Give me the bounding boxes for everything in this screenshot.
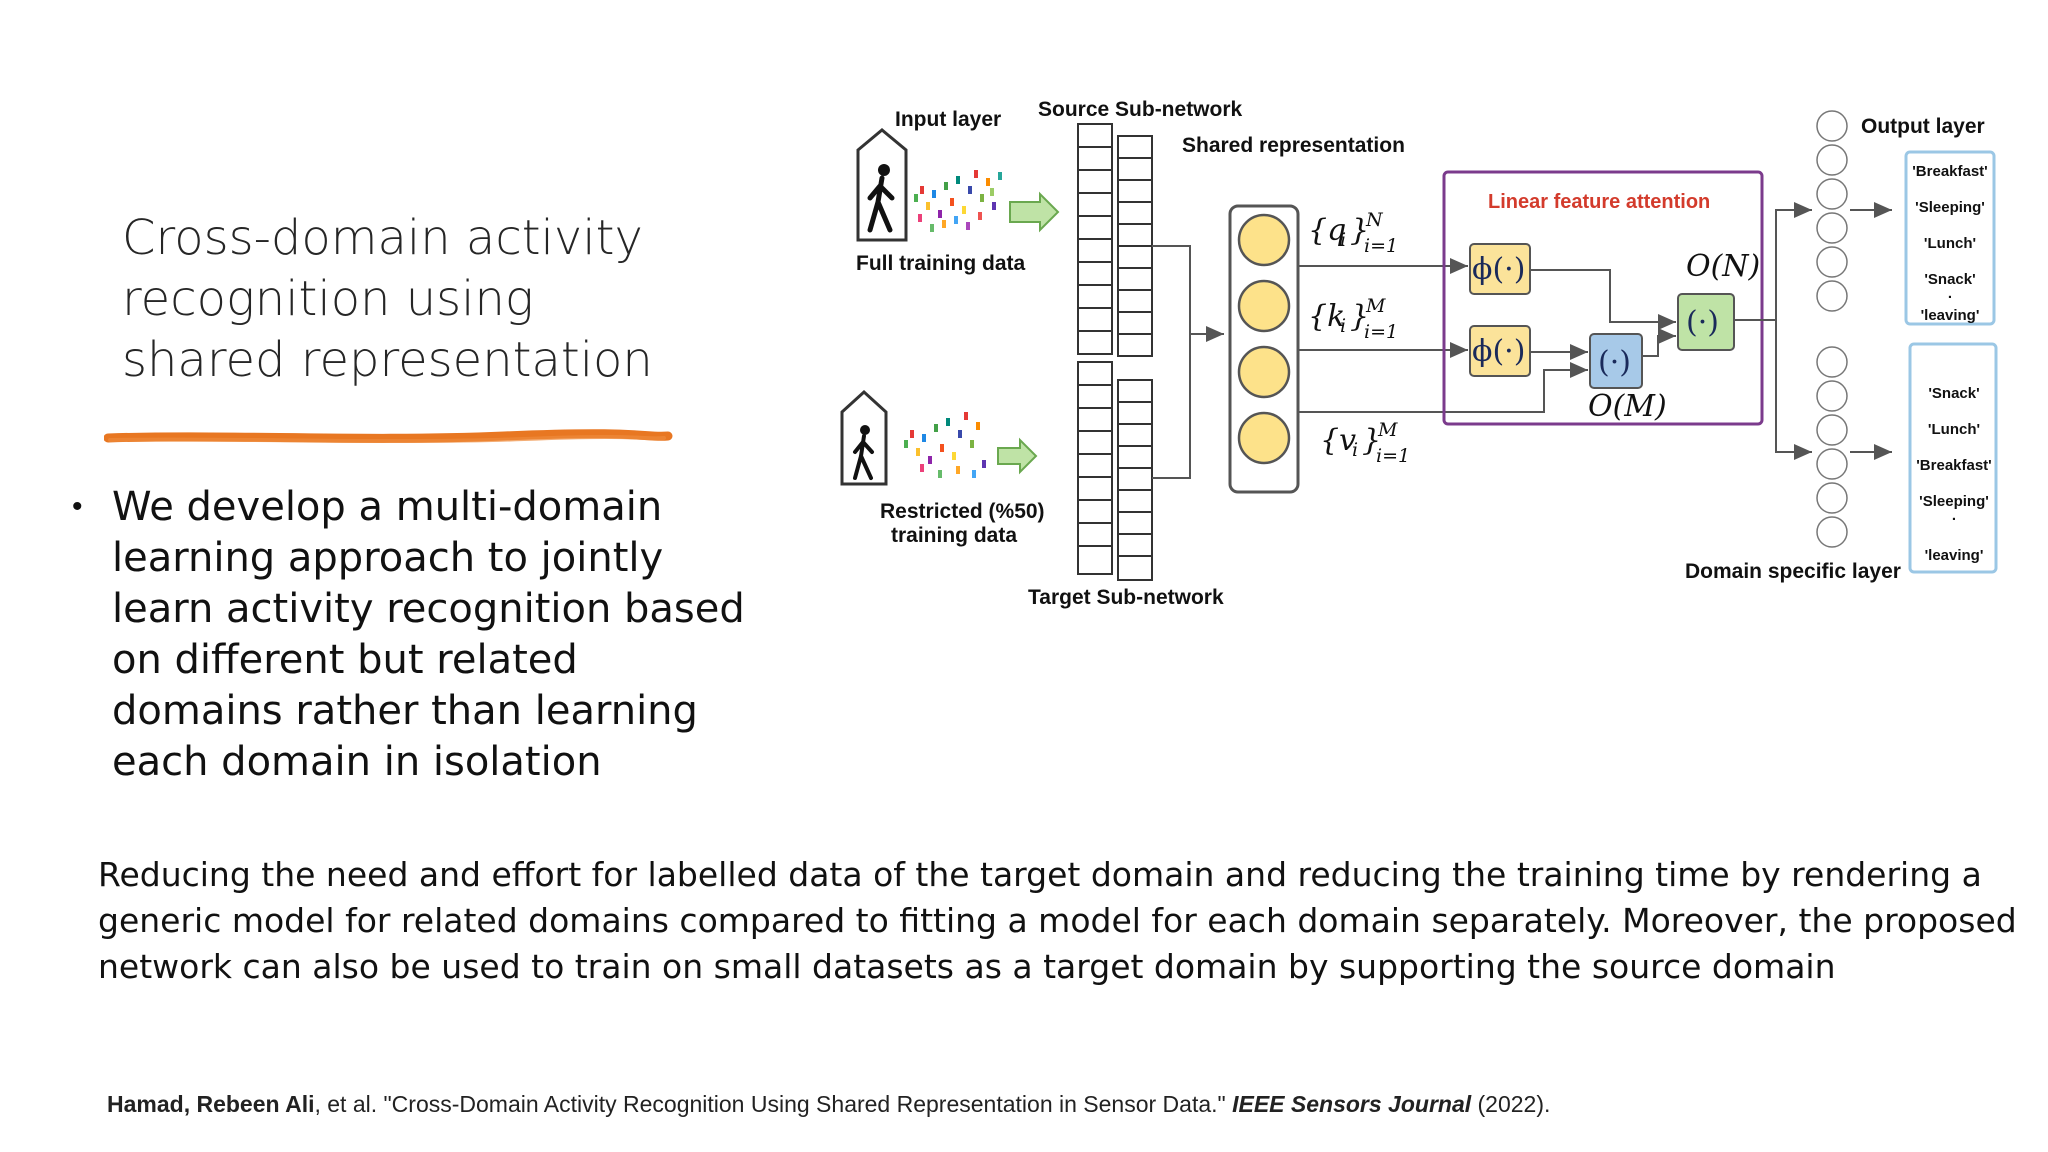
output-class: 'Snack' — [1924, 271, 1975, 288]
output-class: 'Sleeping' — [1915, 199, 1985, 216]
title-line: Cross-domain activity — [122, 210, 643, 266]
domain-class: 'Breakfast' — [1916, 457, 1992, 474]
svg-text:M: M — [1377, 419, 1398, 441]
output-layer-label: Output layer — [1861, 115, 1985, 138]
sensor-data-dots — [904, 170, 1002, 478]
bullet-line: learn activity recognition based — [112, 586, 745, 632]
summary-line: generic model for related domains compar… — [98, 901, 2017, 940]
query-product-box — [1677, 293, 1735, 351]
slide-title: Cross-domain activity recognition using … — [122, 208, 742, 391]
domain-specific-neurons — [1816, 346, 1848, 548]
svg-text:.: . — [1952, 507, 1956, 524]
target-subnetwork-layers — [1077, 361, 1153, 581]
shared-representation-block — [1228, 204, 1300, 494]
bullet-dot-icon: • — [72, 490, 83, 523]
bullet-line: We develop a multi-domain — [112, 484, 663, 530]
svg-text:}: } — [1362, 423, 1381, 458]
key-set-label: {k i } M i=1 — [1308, 295, 1398, 343]
attention-input-connectors — [1298, 258, 1676, 413]
citation-middle: , et al. "Cross-Domain Activity Recognit… — [314, 1091, 1233, 1117]
input-layer-label: Input layer — [895, 108, 1001, 131]
svg-text:N: N — [1365, 209, 1384, 231]
phi-query-label: ϕ(·) — [1472, 252, 1525, 287]
svg-text:i: i — [1352, 439, 1358, 461]
bullet-line: domains rather than learning — [112, 688, 698, 734]
query-set-label: {q i } N i=1 — [1308, 209, 1398, 257]
svg-text:i=1: i=1 — [1364, 235, 1398, 257]
restricted-training-label-2: training data — [891, 524, 1017, 547]
domain-class: 'Lunch' — [1928, 421, 1980, 438]
svg-text:i: i — [1340, 229, 1346, 251]
full-training-data-label: Full training data — [856, 252, 1025, 275]
title-line: shared representation — [122, 332, 653, 388]
output-class: 'Lunch' — [1924, 235, 1976, 252]
source-subnetwork-layers — [1077, 123, 1153, 357]
citation-year: (2022). — [1471, 1091, 1551, 1117]
citation-authors: Hamad, Rebeen Ali — [107, 1091, 315, 1117]
output-classes: 'Breakfast' 'Sleeping' 'Lunch' 'Snack' .… — [1912, 163, 1988, 324]
output-connectors — [1734, 202, 1892, 460]
svg-text:i: i — [1340, 315, 1346, 337]
input-arrow-target — [997, 437, 1038, 475]
citation: Hamad, Rebeen Ali, et al. "Cross-Domain … — [107, 1091, 1550, 1118]
phi-key-label: ϕ(·) — [1472, 334, 1525, 369]
svg-text:M: M — [1365, 295, 1386, 317]
phi-key-box — [1469, 325, 1531, 377]
svg-text:}: } — [1350, 299, 1369, 334]
svg-text:{k: {k — [1308, 299, 1345, 334]
key-value-product-box — [1589, 333, 1643, 389]
domain-class: 'Sleeping' — [1919, 493, 1989, 510]
complexity-n-label: O(N) — [1686, 249, 1760, 284]
title-line: recognition using — [122, 271, 534, 327]
attention-title: Linear feature attention — [1488, 191, 1710, 213]
architecture-diagram: Input layer Source Sub-network Shared re… — [840, 98, 1998, 609]
query-product-label: (·) — [1686, 305, 1719, 340]
domain-specific-layer-label: Domain specific layer — [1685, 560, 1901, 583]
value-set-label: {v i } M i=1 — [1320, 419, 1410, 467]
restricted-training-label-1: Restricted (%50) — [880, 500, 1045, 523]
bullet-line: learning approach to jointly — [112, 535, 664, 581]
domain-classes-box — [1908, 342, 1998, 574]
phi-query-box — [1469, 243, 1531, 295]
title-underline — [104, 429, 673, 444]
bullet-line: each domain in isolation — [112, 739, 602, 785]
target-subnetwork-label: Target Sub-network — [1028, 586, 1224, 609]
svg-text:.: . — [1948, 285, 1952, 302]
summary-paragraph: Reducing the need and effort for labelle… — [98, 852, 2017, 990]
bullet-line: on different but related — [112, 637, 578, 683]
domain-classes: 'Snack' 'Lunch' 'Breakfast' 'Sleeping' .… — [1916, 385, 1992, 564]
summary-line: Reducing the need and effort for labelle… — [98, 855, 1982, 894]
source-subnetwork-label: Source Sub-network — [1038, 98, 1243, 121]
subnetwork-connectors — [1152, 245, 1224, 479]
bullet-item: We develop a multi-domain learning appro… — [112, 482, 745, 788]
output-classes-box — [1904, 150, 1996, 326]
bullet-list: • We develop a multi-domain learning app… — [72, 482, 745, 788]
svg-text:{q: {q — [1308, 213, 1346, 248]
svg-text:}: } — [1350, 213, 1369, 248]
svg-text:i=1: i=1 — [1364, 321, 1398, 343]
domain-class: 'leaving' — [1925, 547, 1984, 564]
shared-representation-label: Shared representation — [1182, 134, 1405, 157]
attention-block — [1442, 170, 1764, 426]
key-value-product-label: (·) — [1598, 345, 1631, 380]
walking-person-icon — [856, 128, 908, 242]
svg-text:i=1: i=1 — [1376, 445, 1410, 467]
output-layer-neurons — [1816, 110, 1848, 312]
output-class: 'leaving' — [1921, 307, 1980, 324]
complexity-m-label: O(M) — [1588, 389, 1667, 424]
citation-journal: IEEE Sensors Journal — [1232, 1091, 1472, 1117]
input-arrow-source — [1009, 191, 1060, 233]
summary-line: network can also be used to train on sma… — [98, 947, 1836, 986]
svg-text:{v: {v — [1320, 423, 1356, 458]
domain-class: 'Snack' — [1928, 385, 1979, 402]
walking-person-icon — [840, 389, 888, 486]
output-class: 'Breakfast' — [1912, 163, 1988, 180]
